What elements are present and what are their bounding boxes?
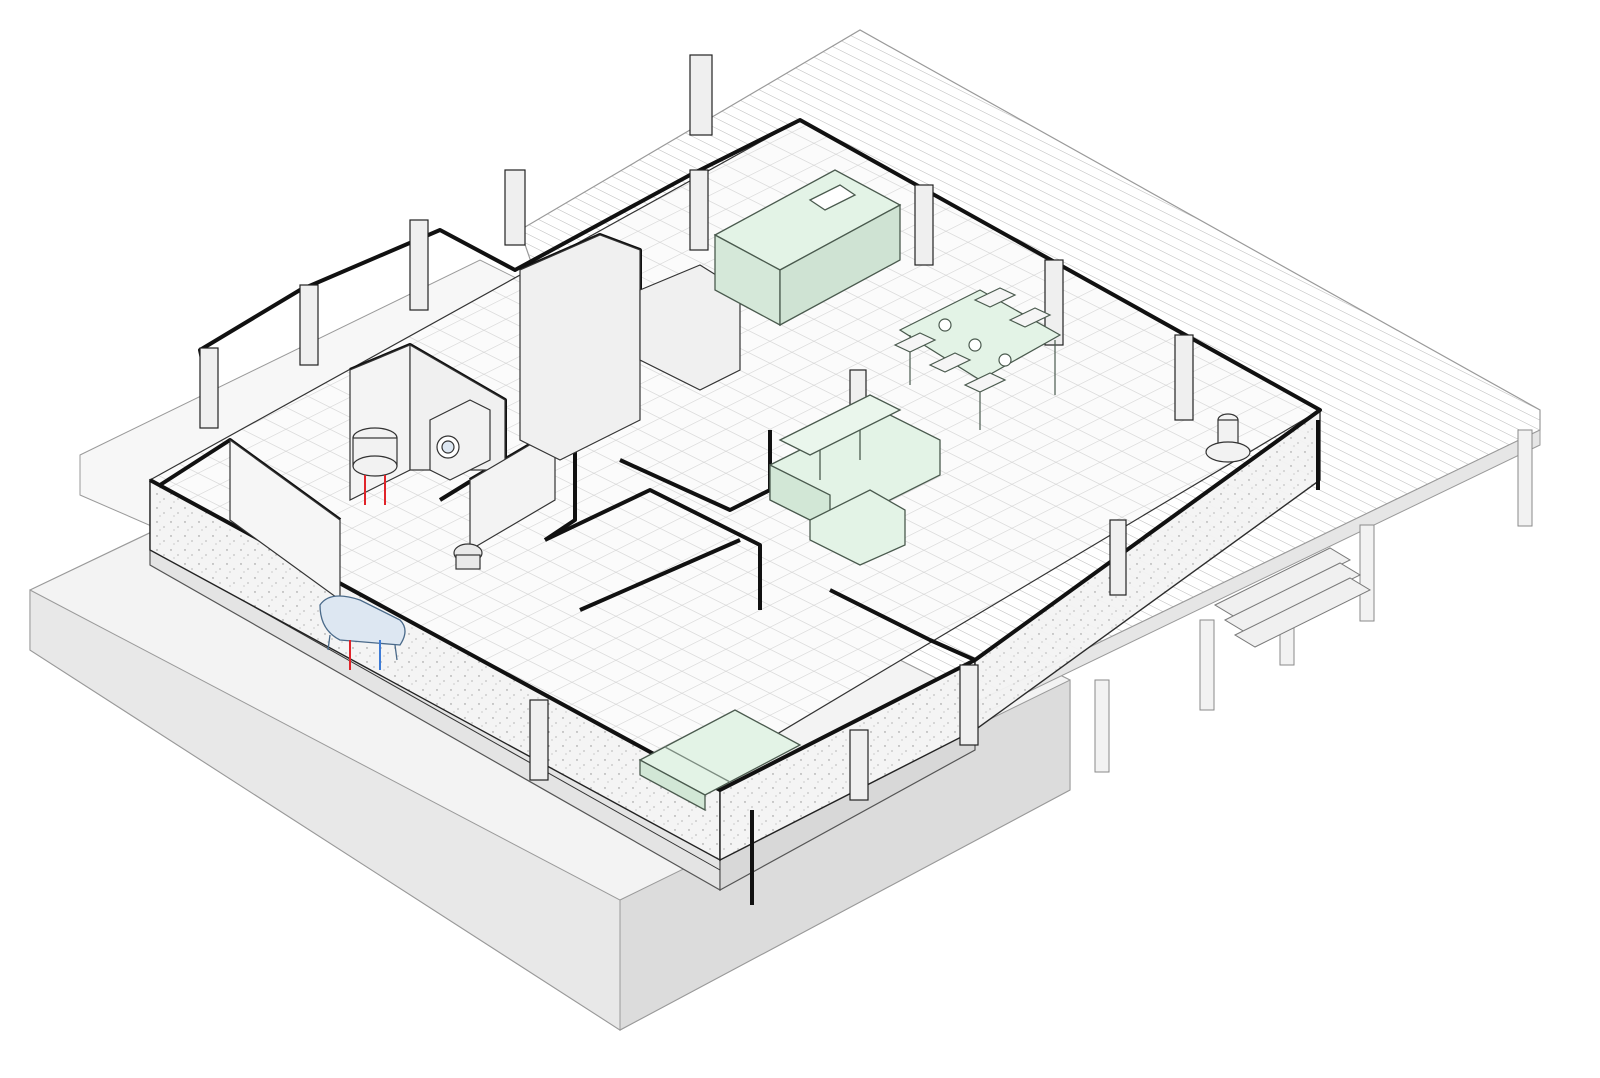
sectional-sofa bbox=[769, 394, 941, 566]
sink bbox=[352, 427, 398, 505]
wood-stove bbox=[1205, 413, 1251, 463]
double-bed bbox=[638, 709, 802, 812]
bathtub bbox=[319, 595, 406, 670]
dining-table-with-chairs bbox=[893, 287, 1062, 430]
deck-stairs bbox=[1213, 547, 1372, 648]
kitchen-cabinets bbox=[519, 234, 741, 461]
toilet bbox=[453, 543, 483, 570]
kitchen-island bbox=[713, 169, 902, 327]
exterior-walls bbox=[149, 408, 1321, 862]
downpipes bbox=[750, 420, 1320, 905]
washing-machine bbox=[429, 399, 491, 481]
